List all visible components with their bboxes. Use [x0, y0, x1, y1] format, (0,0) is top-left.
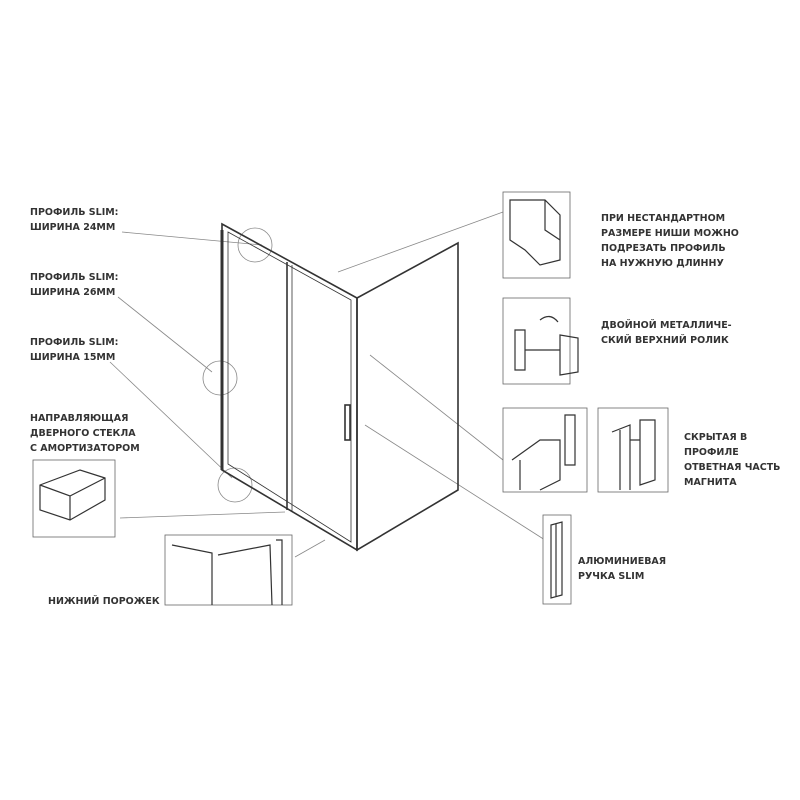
label-line: С АМОРТИЗАТОРОМ	[30, 443, 140, 454]
label-roller: ДВОЙНОЙ МЕТАЛЛИЧЕ- СКИЙ ВЕРХНИЙ РОЛИК	[601, 318, 732, 348]
label-profile-24mm: ПРОФИЛЬ SLIM: ШИРИНА 24ММ	[30, 205, 118, 235]
label-line: ПРИ НЕСТАНДАРТНОМ	[601, 213, 726, 224]
enclosure	[220, 222, 459, 552]
inset-magnet	[597, 407, 669, 493]
label-line: РАЗМЕРЕ НИШИ МОЖНО	[601, 228, 739, 239]
inset-threshold	[164, 534, 293, 606]
label-line: НА НУЖНУЮ ДЛИННУ	[601, 258, 724, 269]
label-line: НАПРАВЛЯЮЩАЯ	[30, 413, 129, 424]
detail-circle-26	[202, 360, 238, 396]
label-profile-15mm: ПРОФИЛЬ SLIM: ШИРИНА 15ММ	[30, 335, 118, 365]
label-line: СКИЙ ВЕРХНИЙ РОЛИК	[601, 335, 729, 346]
inset-profile-section	[502, 407, 588, 493]
label-line: ШИРИНА 24ММ	[30, 222, 116, 233]
label-handle: АЛЮМИНИЕВАЯ РУЧКА SLIM	[578, 554, 666, 584]
label-line: МАГНИТА	[684, 477, 737, 488]
front-panel	[221, 222, 358, 552]
label-line: НИЖНИЙ ПОРОЖЕК	[48, 596, 160, 607]
label-line: ПРОФИЛЬ SLIM:	[30, 207, 119, 218]
label-line: ШИРИНА 15ММ	[30, 352, 116, 363]
label-line: ОТВЕТНАЯ ЧАСТЬ	[684, 462, 781, 473]
label-line: ПОДРЕЗАТЬ ПРОФИЛЬ	[601, 243, 726, 254]
label-line: ШИРИНА 26ММ	[30, 287, 116, 298]
label-profile-26mm: ПРОФИЛЬ SLIM: ШИРИНА 26ММ	[30, 270, 118, 300]
inset-roller	[502, 297, 571, 385]
label-line: ДВЕРНОГО СТЕКЛА	[30, 428, 136, 439]
label-line: РУЧКА SLIM	[578, 571, 645, 582]
inset-profile-cut	[502, 191, 571, 279]
leader-lines	[109, 211, 546, 558]
detail-circle-24	[237, 227, 273, 263]
label-line: СКРЫТАЯ В	[684, 432, 748, 443]
inset-handle	[542, 514, 572, 605]
label-line: ПРОФИЛЕ	[684, 447, 739, 458]
label-magnet: СКРЫТАЯ В ПРОФИЛЕ ОТВЕТНАЯ ЧАСТЬ МАГНИТА	[684, 430, 780, 490]
door-handle	[344, 404, 351, 441]
side-panel	[356, 241, 459, 552]
label-glass-guide: НАПРАВЛЯЮЩАЯ ДВЕРНОГО СТЕКЛА С АМОРТИЗАТОР…	[30, 411, 140, 456]
label-line: ПРОФИЛЬ SLIM:	[30, 272, 119, 283]
label-profile-cut: ПРИ НЕСТАНДАРТНОМ РАЗМЕРЕ НИШИ МОЖНО ПОДРЕ…	[601, 211, 739, 271]
label-line: ПРОФИЛЬ SLIM:	[30, 337, 119, 348]
detail-insets	[32, 191, 669, 606]
label-line: АЛЮМИНИЕВАЯ	[578, 556, 667, 567]
label-threshold: НИЖНИЙ ПОРОЖЕК	[48, 594, 160, 609]
label-line: ДВОЙНОЙ МЕТАЛЛИЧЕ-	[601, 320, 732, 331]
inset-guide	[32, 459, 116, 538]
